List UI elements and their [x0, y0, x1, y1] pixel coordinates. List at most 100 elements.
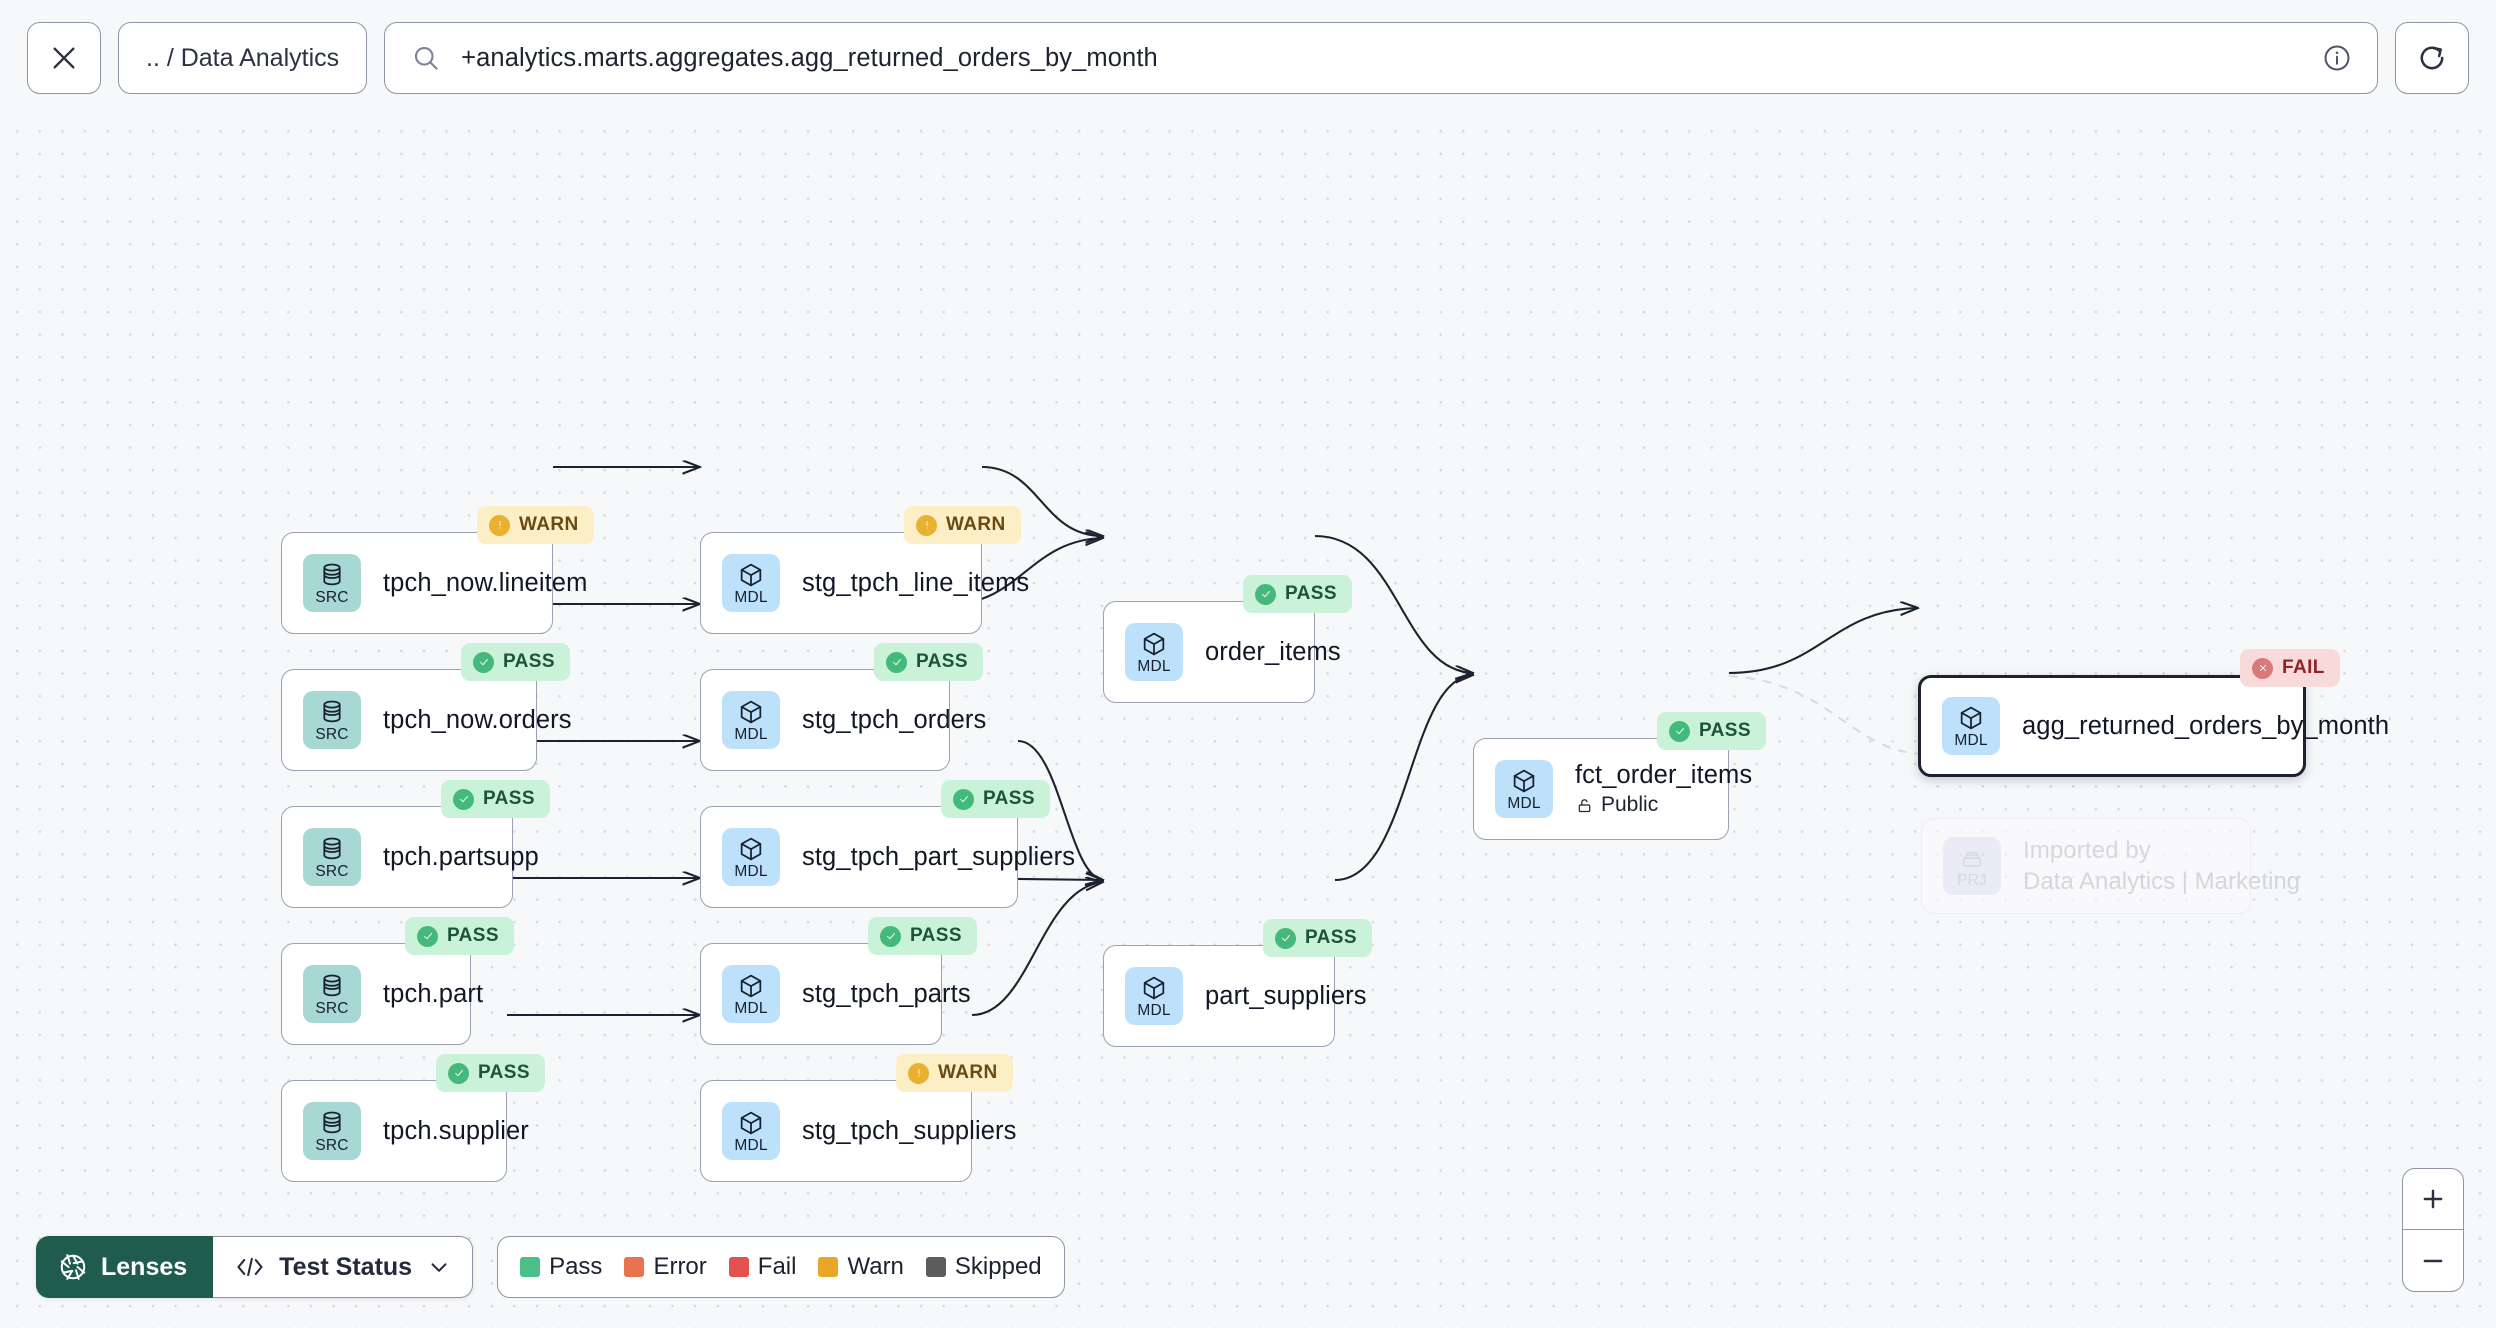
zoom-out-button[interactable] — [2403, 1230, 2463, 1291]
node-title: agg_returned_orders_by_month — [2022, 711, 2390, 740]
status-badge-tpch_now_orders[interactable]: PASS — [461, 643, 570, 681]
status-pass-icon — [473, 651, 494, 673]
status-pass-icon — [453, 788, 474, 810]
status-badge-fct_order_items[interactable]: PASS — [1657, 712, 1766, 750]
zoom-in-button[interactable] — [2403, 1169, 2463, 1230]
info-circle-icon[interactable] — [2321, 42, 2353, 74]
node-type-icon-mdl: MDL — [1495, 760, 1553, 818]
check-icon — [423, 932, 432, 940]
node-visibility-label: Public — [1575, 793, 1752, 817]
node-type-icon-src: SRC — [303, 1102, 361, 1160]
node-kind-label: SRC — [315, 588, 349, 606]
status-badge-tpch_partsupp[interactable]: PASS — [441, 780, 550, 818]
check-icon — [1261, 590, 1270, 598]
node-type-icon-src: SRC — [303, 965, 361, 1023]
legend-item-fail[interactable]: Fail — [728, 1253, 796, 1281]
node-title: tpch.part — [383, 979, 484, 1008]
graph-node-stg_tpch_orders[interactable]: MDL stg_tpch_orders — [700, 669, 986, 771]
x-icon — [2259, 664, 2266, 672]
status-pass-icon — [953, 788, 974, 810]
status-badge-tpch_now_lineitem[interactable]: WARN — [477, 506, 594, 544]
cube-icon — [1143, 632, 1165, 656]
legend-item-error[interactable]: Error — [624, 1253, 707, 1281]
graph-node-stg_tpch_line_items[interactable]: MDL stg_tpch_line_items — [700, 532, 1029, 634]
node-kind-label: MDL — [734, 588, 768, 606]
status-badge-label: WARN — [519, 514, 579, 535]
status-badge-stg_tpch_part_suppliers[interactable]: PASS — [941, 780, 1050, 818]
close-button[interactable] — [27, 22, 101, 94]
breadcrumb[interactable]: .. / Data Analytics — [118, 22, 368, 94]
node-title: stg_tpch_orders — [802, 705, 987, 734]
test-status-label: Test Status — [279, 1252, 413, 1281]
status-pass-icon — [448, 1062, 469, 1084]
legend-item-pass[interactable]: Pass — [520, 1253, 602, 1281]
graph-node-tpch_part[interactable]: SRC tpch.part — [281, 943, 483, 1045]
status-badge-part_suppliers[interactable]: PASS — [1263, 919, 1372, 957]
aperture-icon — [60, 1254, 86, 1280]
status-badge-tpch_part[interactable]: PASS — [405, 917, 514, 955]
status-pass-icon — [1275, 927, 1296, 949]
edge-fct-to-agg — [1728, 608, 1918, 675]
node-text-block: part_suppliers — [1205, 982, 1367, 1011]
cube-icon — [740, 1111, 762, 1135]
legend-label: Pass — [549, 1253, 603, 1280]
legend-item-warn[interactable]: Warn — [818, 1253, 904, 1281]
status-badge-stg_tpch_parts[interactable]: PASS — [868, 917, 977, 955]
node-type-icon-mdl: MDL — [722, 554, 780, 612]
graph-node-tpch_now_lineitem[interactable]: SRC tpch_now.lineitem — [281, 532, 587, 634]
status-badge-label: PASS — [483, 788, 535, 809]
status-badge-stg_tpch_orders[interactable]: PASS — [874, 643, 983, 681]
node-text-block: stg_tpch_orders — [802, 706, 986, 735]
node-kind-label: SRC — [315, 725, 349, 743]
imported-by-label: Imported by — [2023, 836, 2151, 864]
unlock-icon — [1578, 798, 1591, 812]
cube-icon — [1143, 976, 1165, 1000]
search-input[interactable]: +analytics.marts.aggregates.agg_returned… — [461, 43, 1158, 72]
status-badge-agg_returned_orders_by_month[interactable]: FAIL — [2240, 649, 2340, 687]
bottom-toolbar: Lenses Test Status Pass Error Fail Warn Skip… — [36, 1236, 1065, 1298]
node-kind-label: SRC — [315, 999, 349, 1017]
check-icon — [479, 658, 488, 666]
node-type-icon-prj: PRJ — [1943, 837, 2001, 895]
zoom-controls — [2402, 1168, 2464, 1292]
status-badge-label: PASS — [983, 788, 1035, 809]
node-type-icon-mdl: MDL — [722, 691, 780, 749]
status-badge-stg_tpch_suppliers[interactable]: WARN — [896, 1054, 1013, 1092]
status-warn-icon — [916, 514, 937, 536]
legend-swatch-error — [624, 1257, 645, 1277]
node-type-icon-mdl: MDL — [722, 1102, 780, 1160]
database-icon — [323, 1111, 341, 1133]
node-text-block: agg_returned_orders_by_month — [2022, 712, 2389, 741]
status-badge-label: PASS — [1699, 720, 1751, 741]
cube-icon — [740, 837, 762, 861]
legend-label: Error — [653, 1253, 707, 1280]
cube-icon — [1513, 769, 1535, 793]
node-title: tpch_now.orders — [383, 705, 572, 734]
test-status-dropdown[interactable]: Test Status — [213, 1236, 474, 1298]
status-badge-order_items[interactable]: PASS — [1243, 575, 1352, 613]
chevron-down-icon — [431, 1263, 447, 1272]
legend-item-skipped[interactable]: Skipped — [925, 1253, 1042, 1281]
graph-node-imported-by-project[interactable]: PRJ Imported by Data Analytics | Marketing — [1921, 818, 2300, 914]
status-badge-stg_tpch_line_items[interactable]: WARN — [904, 506, 1021, 544]
node-kind-label: MDL — [1507, 794, 1541, 812]
status-badge-tpch_supplier[interactable]: PASS — [436, 1054, 545, 1092]
lenses-button[interactable]: Lenses — [36, 1236, 214, 1298]
refresh-button[interactable] — [2395, 22, 2469, 94]
imported-by-project-name: Data Analytics | Marketing — [2023, 867, 2301, 895]
search-bar[interactable]: +analytics.marts.aggregates.agg_returned… — [384, 22, 2378, 94]
graph-node-tpch_now_orders[interactable]: SRC tpch_now.orders — [281, 669, 572, 771]
node-text-block: stg_tpch_line_items — [802, 569, 1029, 598]
app-header: .. / Data Analytics +analytics.marts.agg… — [0, 0, 2496, 116]
node-text-block: tpch_now.lineitem — [383, 569, 587, 598]
